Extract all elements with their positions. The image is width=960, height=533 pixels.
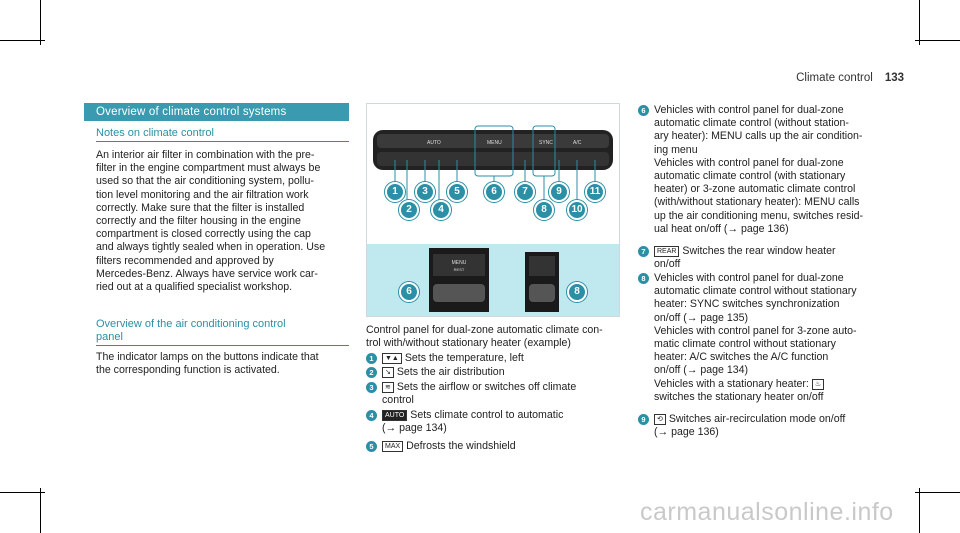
callout-10: 10 <box>567 200 587 220</box>
panel-label-ac: A/C <box>573 140 582 146</box>
figure-caption: Control panel for dual-zone automatic cl… <box>366 324 603 349</box>
callout-6-detail: 6 <box>399 282 419 302</box>
caption-item-5: MAX Defrosts the windshield <box>382 440 516 453</box>
overview-heading: Overview of the air conditioning control… <box>96 318 286 343</box>
panel-label-auto: AUTO <box>427 140 441 146</box>
item-number: 9 <box>638 414 649 425</box>
callout-6: 6 <box>484 182 504 202</box>
right-item-9: ⟲ Switches air-recirculation mode on/off… <box>654 413 846 439</box>
callout-7: 7 <box>515 182 535 202</box>
page-number: 133 <box>884 72 904 84</box>
item-number: 6 <box>638 105 649 116</box>
callout-8: 8 <box>534 200 554 220</box>
callout-11: 11 <box>585 182 605 202</box>
running-header: Climate control 133 <box>796 72 904 84</box>
menu-label: MENU <box>452 260 467 266</box>
panel-label-menu: MENU <box>487 140 502 146</box>
caption-item-1: ▼▲ Sets the temperature, left <box>382 352 524 365</box>
section-banner: Overview of climate control systems <box>84 103 349 121</box>
caption-item-4: AUTO Sets climate control to automatic (… <box>382 409 564 435</box>
item-number: 8 <box>638 273 649 284</box>
control-panel-drawing: AUTO MENU SYNC A/C <box>373 125 613 204</box>
right-item-7: REAR Switches the rear window heater on/… <box>654 245 836 271</box>
callout-2: 2 <box>399 200 419 220</box>
callout-1: 1 <box>385 182 405 202</box>
right-item-6: Vehicles with control panel for dual-zon… <box>654 104 864 235</box>
caption-item-2: ↘ Sets the air distribution <box>382 366 505 379</box>
heading-rule <box>96 141 349 142</box>
overview-text: The indicator lamps on the buttons indic… <box>96 351 319 377</box>
control-panel-figure: AUTO MENU SYNC A/C 1 3 5 6 7 9 <box>366 103 620 317</box>
item-number: 3 <box>366 382 377 393</box>
item-number: 1 <box>366 353 377 364</box>
section-title: Climate control <box>796 72 873 84</box>
notes-heading: Notes on climate control <box>96 127 214 139</box>
callout-4: 4 <box>431 200 451 220</box>
item-number: 4 <box>366 410 377 421</box>
item-number: 5 <box>366 441 377 452</box>
button-detail-drawing: MENU REST <box>429 248 559 312</box>
callout-8-detail: 8 <box>567 282 587 302</box>
callout-9: 9 <box>549 182 569 202</box>
item-number: 2 <box>366 367 377 378</box>
panel-detail: MENU REST 6 8 <box>367 244 619 316</box>
watermark: carmanualsonline.info <box>640 498 894 526</box>
heading-rule <box>96 345 349 346</box>
right-item-8: Vehicles with control panel for dual-zon… <box>654 272 857 403</box>
notes-text: An interior air filter in combination wi… <box>96 149 326 294</box>
callout-3: 3 <box>415 182 435 202</box>
rest-label: REST <box>454 267 465 272</box>
caption-item-3: ≋ Sets the airflow or switches off clima… <box>382 381 577 407</box>
item-number: 7 <box>638 246 649 257</box>
panel-illustration: AUTO MENU SYNC A/C 1 3 5 6 7 9 <box>367 104 619 244</box>
panel-label-sync: SYNC <box>539 140 553 146</box>
callout-5: 5 <box>447 182 467 202</box>
